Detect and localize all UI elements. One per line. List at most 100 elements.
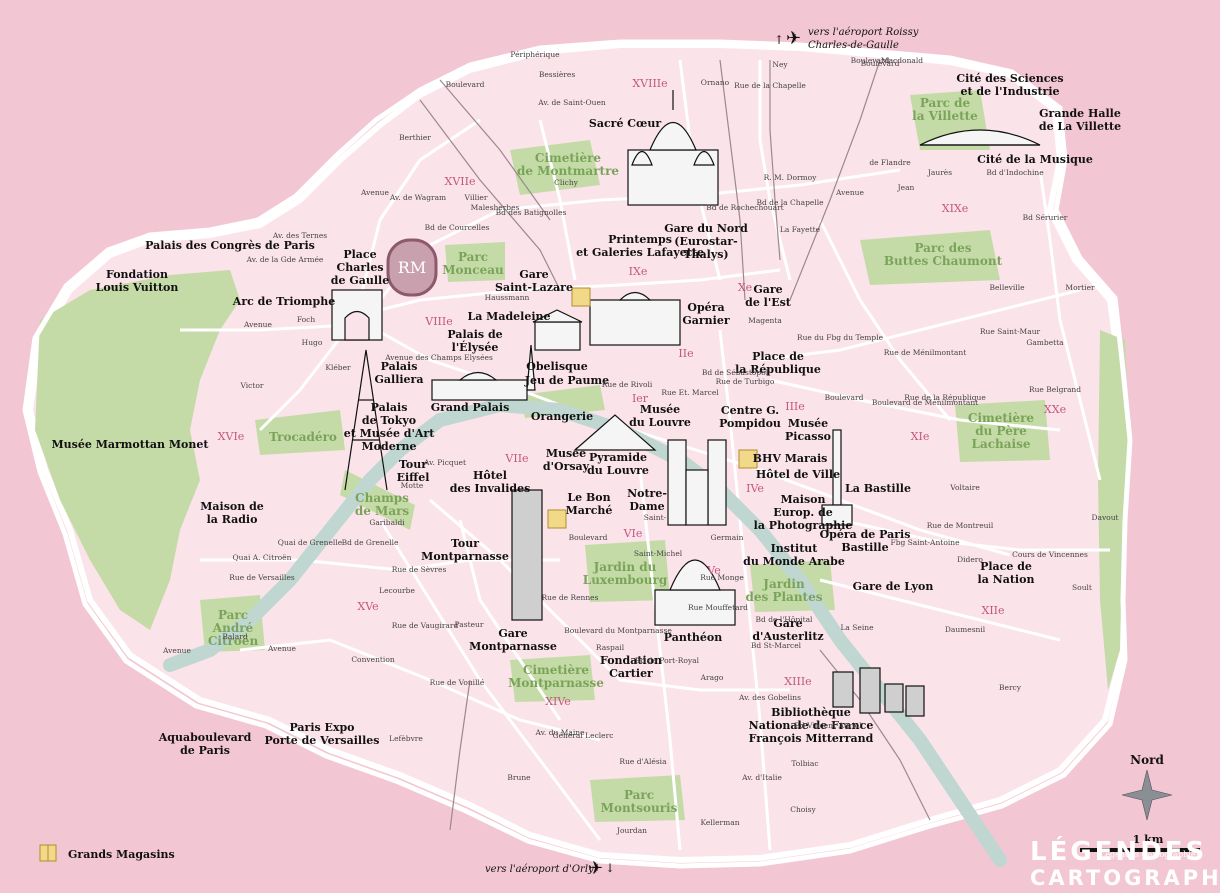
arc-triomphe-illustration — [331, 289, 383, 341]
street-label: Bd de Sébastopol — [702, 368, 769, 377]
street-label: Av. Picquet — [423, 458, 466, 467]
street-label: Bd de la Chapelle — [756, 198, 824, 207]
street-label: La Seine — [840, 623, 874, 632]
park-trocadero: Trocadéro — [269, 430, 337, 444]
street-labels: PériphériqueBoulevardBessièresBoulevardN… — [162, 50, 1118, 835]
street-label: Jaurès — [927, 168, 952, 177]
landmark-illustrations — [331, 90, 1041, 717]
grande-halle-illustration — [919, 129, 1041, 146]
street-label: Raspail — [596, 643, 625, 652]
street-label: Boulevard du Montparnasse — [564, 626, 672, 635]
arrondissement-4: IVe — [746, 482, 764, 495]
street-label: Bd de Port-Royal — [635, 656, 700, 665]
street-label: Avenue — [835, 188, 864, 197]
top-airport-note-line1: vers l'aéroport Roissy — [808, 27, 919, 38]
street-label: Balard — [222, 632, 247, 641]
landmark-cite-musique: Cité de la Musique — [977, 153, 1093, 166]
street-label: Boulevard de Ménilmontant — [872, 398, 978, 407]
street-label: Motte — [401, 481, 424, 490]
landmark-pantheon: Panthéon — [664, 631, 723, 644]
gift-icon — [547, 509, 567, 529]
bnf-illustration — [832, 667, 925, 717]
street-label: Bd St-Marcel — [751, 641, 802, 650]
peripherique — [22, 39, 1133, 869]
street-label: Rue Belgrand — [1029, 385, 1081, 394]
street-label: Rue de Vaugirard — [392, 621, 459, 630]
street-label: Périphérique — [510, 50, 560, 59]
street-label: Ornano — [701, 78, 730, 87]
street-label: Kléber — [325, 363, 351, 372]
street-label: Malesherbes — [471, 203, 520, 212]
street-label: Quai de Grenelle — [278, 538, 343, 547]
compass: Nord — [1121, 753, 1173, 821]
arrondissement-10: Xe — [738, 281, 752, 294]
brand: LÉGENDES CARTOGRAPHIE Légendes Cartograp… — [1030, 835, 1220, 890]
street-label: Avenue — [243, 320, 272, 329]
landmark-grand-palais: Grand Palais — [431, 401, 510, 414]
street-label: Boulevard — [446, 80, 485, 89]
street-label: Rue de Sèvres — [392, 565, 447, 574]
landmark-palais-congres: Palais des Congrès de Paris — [145, 239, 315, 252]
railways-layer — [419, 59, 931, 831]
arrondissement-16: XVIe — [218, 430, 245, 443]
arrow-up-icon: ↑ — [774, 33, 784, 47]
street-label: Brune — [507, 773, 531, 782]
street-label: Avenue — [267, 644, 296, 653]
arrondissement-15: XVe — [357, 600, 378, 613]
pantheon-illustration — [654, 559, 736, 626]
top-airport-note-line2: Charles-de-Gaulle — [808, 40, 899, 51]
street-label: La Fayette — [780, 225, 821, 234]
street-label: Cours de Vincennes — [1012, 550, 1088, 559]
arrondissement-20: XXe — [1044, 403, 1066, 416]
brand-line2: CARTOGRAPHIE — [1030, 866, 1220, 890]
street-label: Kellerman — [700, 818, 739, 827]
street-label: Rue de Versailles — [229, 573, 295, 582]
airport-notes: vers l'aéroport Roissy Charles-de-Gaulle… — [485, 27, 919, 879]
street-label: Av. des Ternes — [272, 231, 327, 240]
compass-rose-icon — [1121, 769, 1173, 821]
store-markers — [547, 287, 758, 529]
arrondissement-19: XIXe — [942, 202, 969, 215]
street-label: Lefèbvre — [389, 734, 423, 743]
street-label: Bd d'Indochine — [986, 168, 1044, 177]
street-label: Foch — [297, 315, 316, 324]
park-montsouris — [590, 775, 685, 822]
street-label: Avenue — [162, 646, 191, 655]
street-label: Bd de Rochechouart — [706, 203, 783, 212]
brand-small: Légendes Cartographie — [1100, 850, 1196, 859]
bastille-column-illustration — [821, 429, 853, 526]
street-label: Lecourbe — [379, 586, 415, 595]
arrondissement-9: IXe — [629, 265, 648, 278]
arrondissement-17: XVIIe — [445, 175, 476, 188]
landmark-obelisque: Obelisque — [526, 360, 588, 373]
park-trocadero — [255, 410, 345, 455]
street-label: Rue de Turbigo — [716, 377, 775, 386]
bottom-airport-note: vers l'aéroport d'Orly — [485, 864, 594, 875]
street-label: Rue de Rivoli — [602, 380, 653, 389]
arrondissement-11: XIe — [911, 430, 930, 443]
street-label: R. M. Dormoy — [764, 173, 818, 182]
street-label: Jean — [897, 183, 915, 192]
street-label: Daumesnil — [945, 625, 986, 634]
street-label: Quai A. Citroën — [233, 553, 292, 562]
street-label: Rue de Ménilmontant — [884, 348, 966, 357]
legend-label: Grands Magasins — [68, 848, 175, 861]
